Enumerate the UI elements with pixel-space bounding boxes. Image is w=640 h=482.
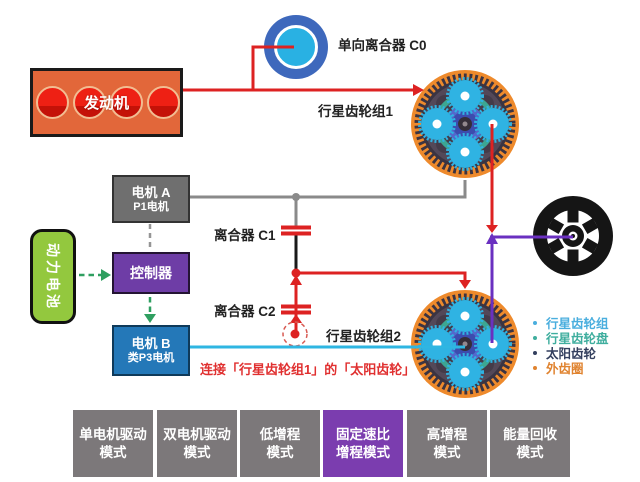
motor-b-box: 电机 B 类P3电机 (112, 325, 190, 376)
junction-dot (292, 193, 300, 201)
mode-box-dual-motor: 双电机驱动 模式 (157, 410, 237, 477)
legend-bullet-icon (533, 335, 537, 340)
clutch-c0-label: 单向离合器 C0 (338, 38, 427, 53)
arrow-up-icon (290, 314, 302, 323)
gear1-to-motor-a-link (190, 180, 467, 199)
planetary-gearset-2-icon (410, 289, 520, 399)
arrow-down-icon (486, 225, 498, 233)
legend-label: 太阳齿轮 (546, 347, 597, 361)
one-way-clutch-inner (274, 25, 318, 69)
motor-a-box: 电机 A P1电机 (112, 175, 190, 223)
legend-item: 太阳齿轮 (533, 345, 609, 361)
legend-label: 行星齿轮组 (546, 317, 609, 331)
controller-box: 控制器 (112, 252, 190, 294)
arrow-down-icon (459, 280, 471, 289)
engine-label: 发动机 (83, 95, 129, 112)
legend-label: 行星齿轮盘 (546, 332, 609, 346)
legend-bullet-icon (533, 320, 537, 325)
motor-b-label: 电机 B (131, 336, 171, 351)
motor-b-sublabel: 类P3电机 (127, 352, 175, 364)
arrow-right-icon (101, 269, 111, 281)
annotation-text: 连接「行星齿轮组1」的「太阳齿轮」 (200, 362, 416, 377)
mode-box-high-range: 高增程 模式 (407, 410, 487, 477)
clutch-c1-label: 离合器 C1 (214, 228, 276, 243)
gearset-1-label: 行星齿轮组1 (318, 104, 394, 119)
clutch-c2-icon (281, 304, 311, 309)
motor-a-sublabel: P1电机 (133, 200, 169, 213)
engine-cylinder-icon (147, 86, 180, 119)
controller-label: 控制器 (130, 265, 172, 281)
legend-item: 行星齿轮组 (533, 315, 609, 331)
battery-box: 动力电池 (30, 229, 76, 324)
junction-dot (291, 268, 301, 278)
planetary-gearset-1-icon (410, 69, 520, 179)
clutch-c2-label: 离合器 C2 (214, 304, 276, 319)
gearset-2-label: 行星齿轮组2 (326, 329, 402, 344)
mode-box-single-motor: 单电机驱动 模式 (73, 410, 153, 477)
engine-cylinder-icon (73, 86, 106, 119)
dashed-node-icon (282, 321, 308, 347)
arrow-down-icon (144, 314, 156, 323)
wheel-icon (533, 196, 613, 276)
mode-box-low-range: 低增程 模式 (240, 410, 320, 477)
arrow-up-icon (290, 275, 302, 285)
clutch-c1-icon (281, 225, 311, 230)
mode-box-energy-recovery: 能量回收 模式 (490, 410, 570, 477)
battery-label: 动力电池 (45, 242, 61, 311)
engine-cylinder-icon (36, 86, 69, 119)
one-way-clutch-icon (264, 15, 328, 79)
clutch-to-gear2-link (296, 271, 467, 281)
legend-item: 外齿圈 (533, 360, 609, 376)
legend-bullet-icon (533, 365, 537, 370)
legend-label: 外齿圈 (546, 362, 584, 376)
motor-a-label: 电机 A (131, 184, 171, 200)
arrow-up-icon (486, 233, 498, 244)
legend: 行星齿轮组 行星齿轮盘 太阳齿轮 外齿圈 (533, 315, 609, 376)
engine-cylinder-icon (110, 86, 143, 119)
mode-box-fixed-ratio: 固定速比 增程模式 (323, 410, 403, 477)
legend-bullet-icon (533, 350, 537, 355)
legend-item: 行星齿轮盘 (533, 330, 609, 346)
engine-box: 发动机 (30, 68, 183, 137)
